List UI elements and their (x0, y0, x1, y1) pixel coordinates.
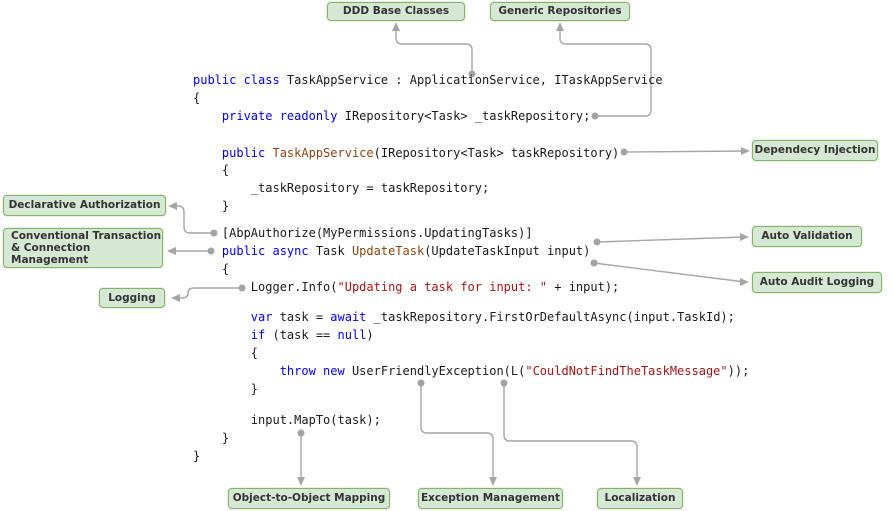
code-line: { (193, 262, 230, 276)
label-box-object-to-object-mapping: Object-to-Object Mapping (228, 488, 390, 509)
label-box-dependecy-injection: Dependecy Injection (752, 140, 878, 161)
label-box-conventional-transaction-management: Conventional Transaction & Connection Ma… (3, 228, 163, 268)
code-line: Logger.Info("Updating a task for input: … (193, 280, 620, 294)
code-line: } (193, 431, 230, 445)
code-line: { (193, 91, 201, 105)
label-box-ddd-base-classes: DDD Base Classes (327, 2, 465, 21)
code-line: { (193, 346, 259, 360)
code-line: public TaskAppService(IRepository<Task> … (221, 146, 620, 160)
code-line: } (193, 199, 230, 213)
code-line: } (193, 382, 259, 396)
code-line: throw new UserFriendlyException(L("Could… (279, 364, 750, 378)
label-box-generic-repositories: Generic Repositories (490, 2, 630, 21)
code-line: input.MapTo(task); (193, 413, 381, 427)
code-line: public class TaskAppService : Applicatio… (193, 73, 663, 87)
code-line: private readonly IRepository<Task> _task… (221, 109, 591, 123)
label-box-exception-management: Exception Management (418, 488, 563, 509)
label-box-auto-audit-logging: Auto Audit Logging (752, 272, 882, 293)
label-box-logging: Logging (99, 288, 165, 308)
label-box-localization: Localization (597, 488, 683, 509)
code-line: var task = await _taskRepository.FirstOr… (250, 310, 735, 324)
code-line: [AbpAuthorize(MyPermissions.UpdatingTask… (193, 226, 533, 240)
label-box-declarative-authorization: Declarative Authorization (3, 195, 166, 216)
code-line: { (193, 163, 230, 177)
code-line: _taskRepository = taskRepository; (193, 181, 490, 195)
code-line: if (task == null) (250, 328, 374, 342)
code-line: } (193, 449, 201, 463)
code-line: public async Task UpdateTask(UpdateTaskI… (221, 244, 591, 258)
label-box-auto-validation: Auto Validation (752, 226, 862, 247)
